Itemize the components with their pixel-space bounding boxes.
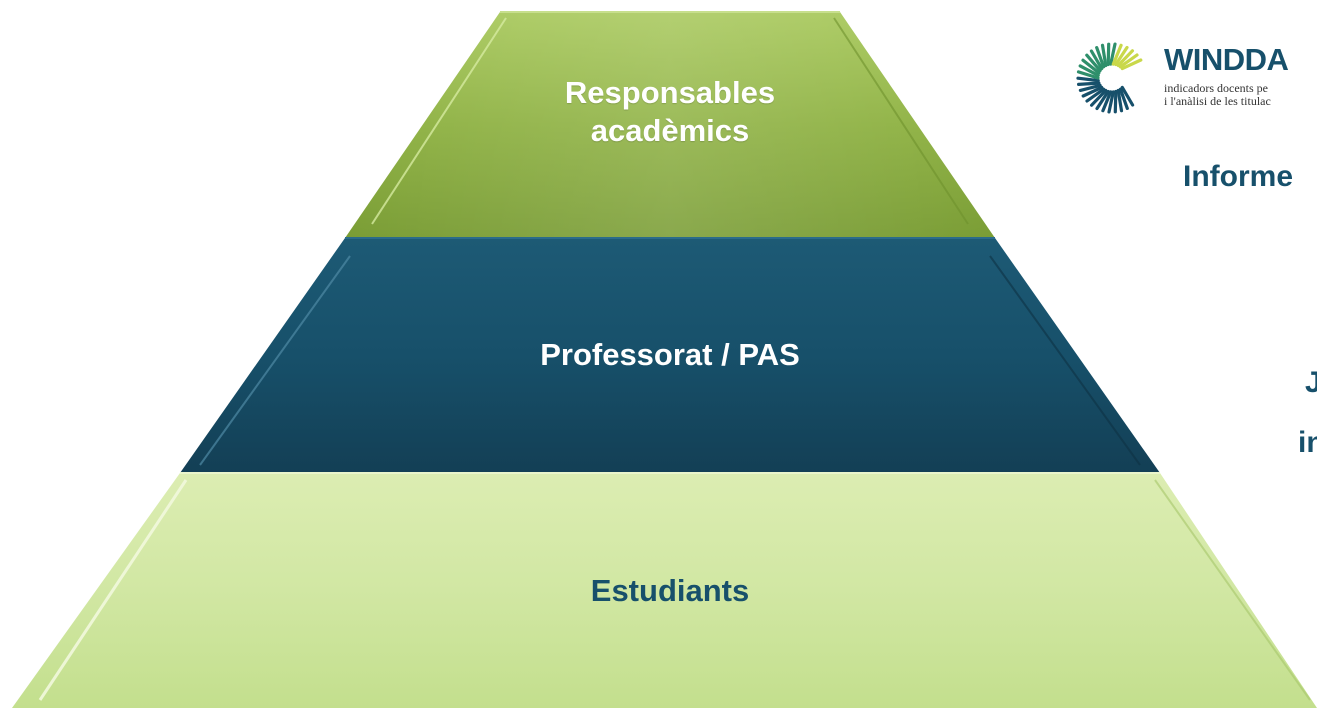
side-text-2: J [1305, 366, 1317, 399]
windda-logo-mark-icon [1076, 42, 1143, 114]
tier-label-top: Responsables acadèmics [564, 75, 776, 148]
logo-tagline-1: indicadors docents pe [1164, 81, 1268, 95]
tier-label-bottom: Estudiants [590, 573, 750, 608]
tier-label-middle: Professorat / PAS [540, 337, 800, 372]
pyramid-tier-top [345, 11, 995, 238]
pyramid-tier-bottom [12, 472, 1317, 708]
windda-logo: WINDDA indicadors docents pe i l'anàlisi… [1068, 38, 1317, 118]
side-text-1: Informe [1183, 160, 1294, 193]
logo-tagline-2: i l'anàlisi de les titulac [1164, 94, 1271, 108]
side-text-3: in [1298, 426, 1317, 459]
pyramid-tier-middle [180, 237, 1160, 473]
logo-name: WINDDA [1164, 42, 1289, 77]
